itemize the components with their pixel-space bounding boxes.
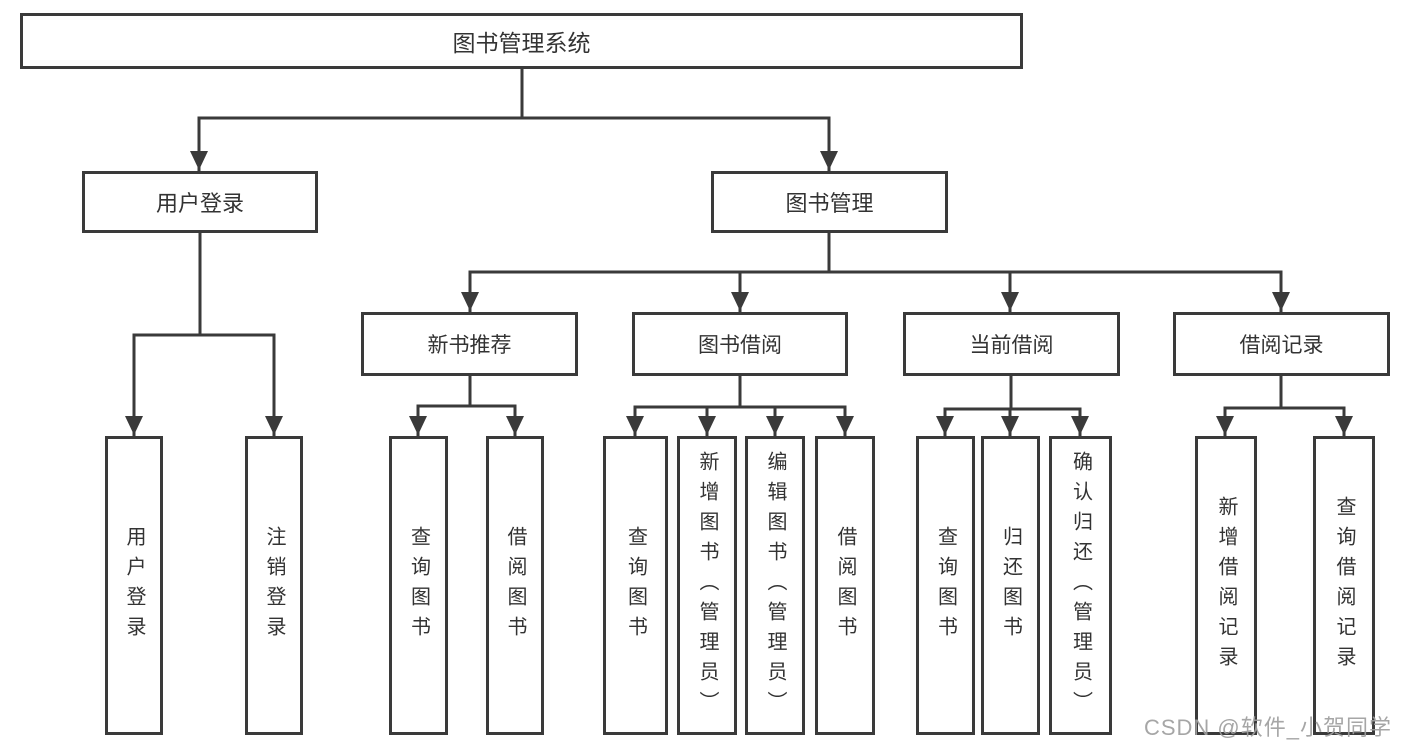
leaf-bb-query-books: 查询图书 [603,436,668,735]
node-book-management: 图书管理 [711,171,948,233]
leaf-nbr-borrow-books: 借阅图书 [486,436,544,735]
leaf-bb-edit-books-admin-label: 编辑图书（管理员） [764,450,786,721]
watermark: CSDN @软件_小贺同学 [1143,715,1392,740]
leaf-bb-borrow-books: 借阅图书 [815,436,875,735]
leaf-cb-return-books-label: 归还图书 [999,525,1022,646]
leaf-br-add-record-label: 新增借阅记录 [1215,495,1237,676]
node-borrow-records: 借阅记录 [1173,312,1390,376]
leaf-user-login: 用户登录 [105,436,163,735]
leaf-br-query-record-label: 查询借阅记录 [1333,495,1355,676]
leaf-cb-query-books-label: 查询图书 [934,525,957,646]
leaf-cb-confirm-return-admin-label: 确认归还（管理员） [1069,450,1092,721]
leaf-br-query-record: 查询借阅记录 [1313,436,1375,735]
connector-user-login-children [125,231,283,437]
connector-book-borrow-children [626,374,854,437]
node-current-borrowing: 当前借阅 [903,312,1120,376]
leaf-cb-return-books: 归还图书 [981,436,1040,735]
leaf-cb-query-books: 查询图书 [916,436,975,735]
leaf-cb-confirm-return-admin: 确认归还（管理员） [1049,436,1112,735]
node-user-login: 用户登录 [82,171,318,233]
node-library-system: 图书管理系统 [20,13,1023,69]
leaf-nbr-borrow-books-label: 借阅图书 [504,525,526,646]
leaf-nbr-query-books: 查询图书 [389,436,448,735]
leaf-logout: 注销登录 [245,436,303,735]
leaf-bb-query-books-label: 查询图书 [624,525,647,646]
connector-root-to-level2 [190,66,838,172]
node-book-borrowing: 图书借阅 [632,312,848,376]
connector-new-book-rec-children [409,374,524,437]
leaf-logout-label: 注销登录 [263,525,285,646]
connector-current-borrow-children [936,374,1089,437]
connector-book-mgmt-to-level3 [461,231,1290,313]
leaf-bb-edit-books-admin: 编辑图书（管理员） [745,436,805,735]
node-new-book-recommend: 新书推荐 [361,312,578,376]
leaf-br-add-record: 新增借阅记录 [1195,436,1257,735]
leaf-bb-add-books-admin: 新增图书（管理员） [677,436,737,735]
leaf-nbr-query-books-label: 查询图书 [407,525,430,646]
leaf-bb-borrow-books-label: 借阅图书 [834,525,856,646]
leaf-user-login-label: 用户登录 [123,525,145,646]
connector-borrow-records-children [1216,374,1353,437]
leaf-bb-add-books-admin-label: 新增图书（管理员） [696,450,718,721]
